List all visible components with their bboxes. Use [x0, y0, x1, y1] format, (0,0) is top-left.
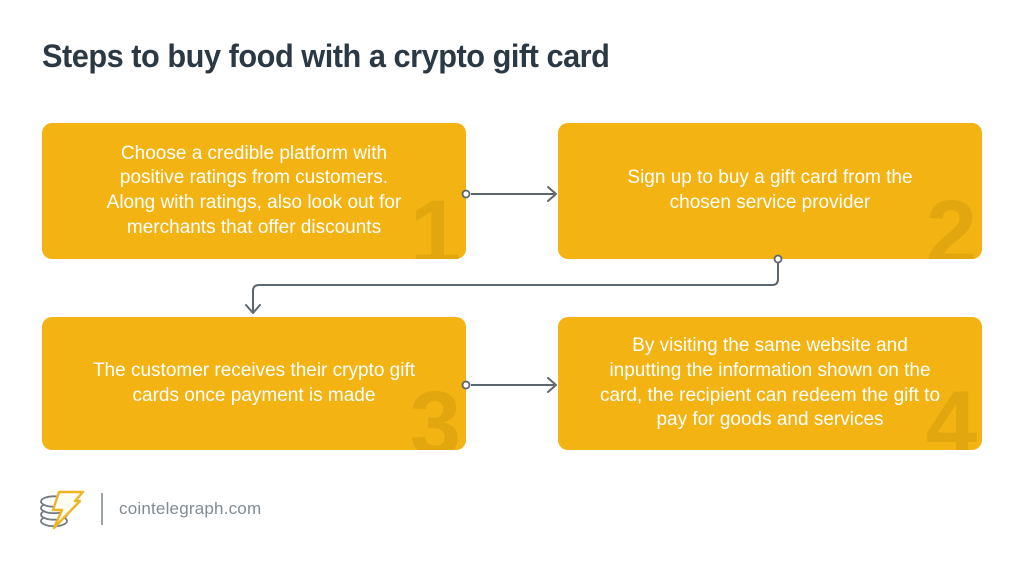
- step-3-watermark-number: 3: [409, 373, 461, 450]
- step-2-text: Sign up to buy a gift card from the chos…: [627, 167, 913, 213]
- step-card-2: 2 Sign up to buy a gift card from the ch…: [558, 123, 982, 259]
- footer-divider: [101, 493, 103, 525]
- step-card-1: 1 Choose a credible platform with positi…: [42, 123, 466, 259]
- step-3-text: The customer receives their crypto gift …: [92, 359, 416, 406]
- step-1-watermark-number: 1: [409, 182, 461, 259]
- lightning-bolt: [51, 490, 85, 530]
- footer-brand-text: cointelegraph.com: [119, 499, 262, 518]
- step-4-text: By visiting the same website and inputti…: [599, 335, 941, 431]
- page-title: Steps to buy food with a crypto gift car…: [42, 38, 610, 74]
- arrow-step3-to-step4: [461, 377, 557, 393]
- step-card-3: 3 The customer receives their crypto gif…: [42, 317, 466, 450]
- coin-stack-lightning-icon: [40, 490, 85, 530]
- step-card-4: 4 By visiting the same website and input…: [558, 317, 982, 450]
- step-4-watermark-number: 4: [925, 373, 977, 450]
- arrow-step1-to-step2: [461, 186, 557, 202]
- footer-brand: cointelegraph.com: [37, 485, 261, 533]
- step-1-text: Choose a credible platform with positive…: [106, 142, 402, 238]
- arrow-step2-to-step3: [245, 254, 783, 314]
- step-2-watermark-number: 2: [925, 182, 977, 259]
